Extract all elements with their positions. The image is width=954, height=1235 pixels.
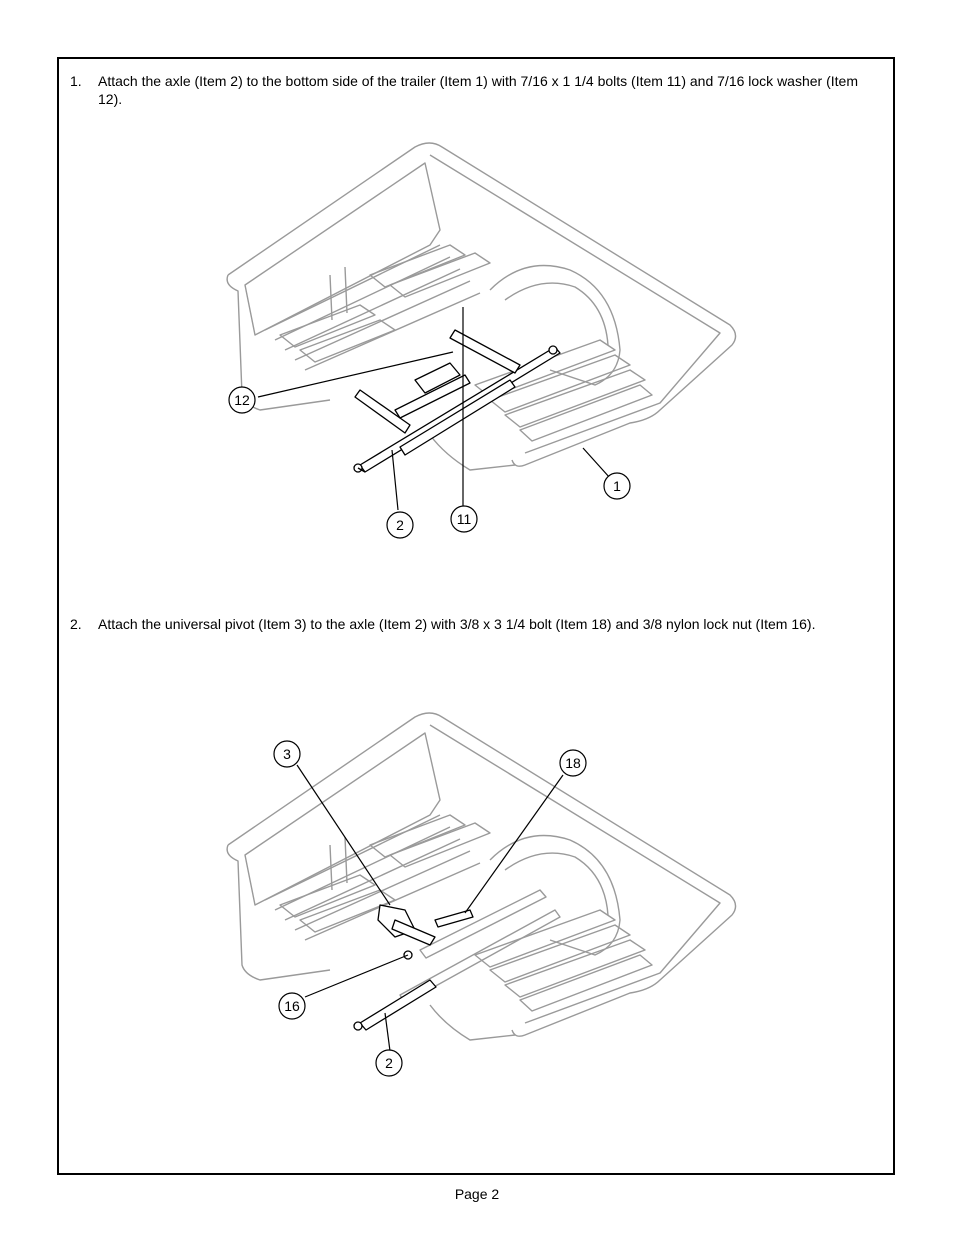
callout-label: 2 (396, 517, 404, 533)
callout-label: 2 (385, 1055, 393, 1071)
callout-12 (228, 386, 256, 414)
step-text: Attach the universal pivot (Item 3) to t… (98, 616, 816, 632)
pivot-attachment-illustration: 3 18 16 2 (226, 712, 737, 1077)
step-number: 1. (70, 73, 82, 89)
instruction-step-1: 1. Attach the axle (Item 2) to the botto… (70, 72, 860, 112)
callout-label: 18 (565, 755, 581, 771)
callout-2 (386, 511, 414, 539)
trailer-tub-outline (227, 712, 737, 1037)
callouts-figure-2 (273, 740, 587, 1077)
callout-1 (603, 472, 631, 500)
step-number: 2. (70, 616, 82, 632)
callout-16 (278, 992, 306, 1020)
trailer-tub-outline (227, 142, 737, 467)
page-number: Page 2 (454, 1186, 500, 1202)
callout-label: 12 (234, 392, 250, 408)
callout-11 (450, 505, 478, 533)
callout-2 (375, 1049, 403, 1077)
callout-label: 1 (613, 478, 621, 494)
instruction-step-2: 2. Attach the universal pivot (Item 3) t… (70, 615, 890, 635)
callout-label: 3 (283, 746, 291, 762)
callout-label: 11 (457, 511, 472, 527)
callout-label: 16 (284, 998, 300, 1014)
axle-bar (359, 346, 561, 473)
axle-attachment-illustration: 12 11 2 1 (226, 142, 737, 539)
callout-3 (273, 740, 301, 768)
callouts-figure-1 (228, 386, 631, 539)
axle-bar (359, 979, 437, 1031)
step-text: Attach the axle (Item 2) to the bottom s… (98, 73, 858, 107)
page-border (57, 57, 895, 1175)
callout-18 (559, 749, 587, 777)
